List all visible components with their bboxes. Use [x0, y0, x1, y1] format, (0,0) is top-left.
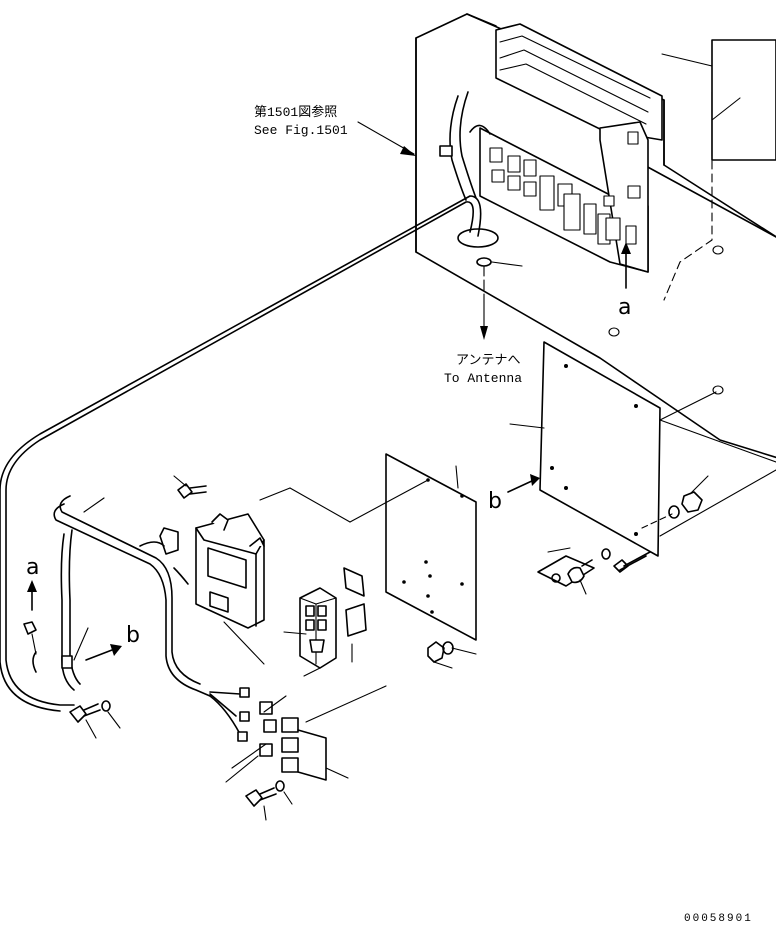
- view-marker-a-top: a: [618, 295, 631, 320]
- antenna-cable: [0, 195, 482, 712]
- drawing-code: 00058901: [684, 913, 753, 925]
- antenna-note-en: To Antenna: [444, 371, 522, 386]
- circuit-board: [479, 23, 663, 273]
- label-sheet: [661, 39, 776, 161]
- internal-harness: [439, 91, 491, 201]
- grommet: [457, 228, 523, 340]
- antenna-note: アンテナへ To Antenna: [444, 353, 522, 386]
- mounting-plate-right: [509, 341, 776, 557]
- view-marker-b-left: b: [126, 623, 140, 648]
- view-arrow-b-left: b: [85, 623, 140, 661]
- view-arrow-a-left: a: [26, 555, 39, 611]
- relay-group: [225, 685, 387, 783]
- reference-note-jp: 第1501図参照: [254, 104, 337, 120]
- remote-transmitter: [283, 567, 367, 677]
- view-marker-a-left: a: [26, 555, 39, 580]
- view-arrow-b-top: b: [488, 474, 540, 514]
- view-marker-b-top: b: [488, 489, 502, 514]
- stud-bracket: [537, 547, 595, 595]
- mounting-plate-middle: [259, 453, 477, 669]
- bolt-left: [69, 700, 121, 739]
- hardware-right: [601, 469, 776, 573]
- box-nuts: [608, 245, 724, 395]
- view-arrow-a-top: a: [618, 242, 631, 320]
- receiver-unit: [173, 475, 265, 665]
- reference-note-en: See Fig.1501: [254, 123, 348, 138]
- reference-note: 第1501図参照 See Fig.1501: [254, 104, 416, 156]
- wire-harness: [23, 495, 250, 742]
- antenna-note-jp: アンテナへ: [456, 353, 520, 368]
- bolt-bottom: [245, 780, 293, 821]
